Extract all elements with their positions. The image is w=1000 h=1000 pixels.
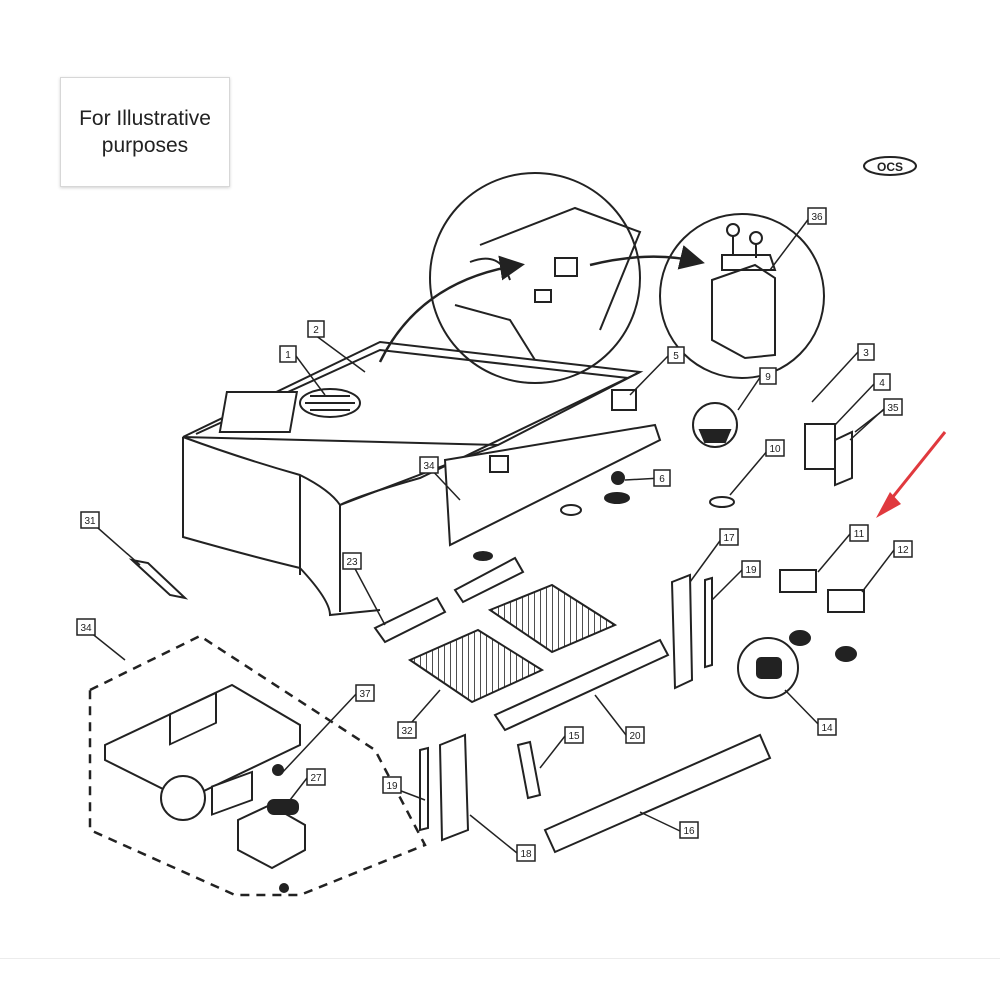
callout-1: 1 [279,345,297,363]
svg-text:19: 19 [745,565,757,576]
svg-text:1: 1 [285,350,291,361]
callout-37: 37 [355,684,375,702]
callout-27: 27 [306,768,326,786]
illustrative-note: For Illustrative purposes [60,77,230,187]
svg-text:17: 17 [723,533,735,544]
callout-17: 17 [719,528,739,546]
blower-assembly [104,683,306,893]
callout-23: 23 [342,552,362,570]
svg-text:3: 3 [863,348,869,359]
callout-32: 32 [397,721,417,739]
svg-text:15: 15 [568,731,580,742]
svg-text:10: 10 [769,444,781,455]
svg-text:OCS: OCS [877,160,903,174]
grease-filters [373,423,772,854]
bottom-divider [0,958,1000,959]
svg-text:11: 11 [854,529,865,540]
blower-assembly-outline [88,634,427,897]
svg-text:12: 12 [897,545,909,556]
callout-leaders [84,216,895,854]
callout-36: 36 [807,207,827,225]
svg-text:9: 9 [765,372,771,383]
svg-text:31: 31 [84,516,96,527]
callout-15: 15 [564,726,584,744]
svg-text:32: 32 [401,726,413,737]
callout-11: 11 [849,524,869,542]
svg-text:4: 4 [879,378,885,389]
note-line-2: purposes [101,134,189,157]
svg-text:35: 35 [887,403,899,414]
callout-16: 16 [679,821,699,839]
callout-14: 14 [817,718,837,736]
svg-text:37: 37 [359,689,371,700]
range-hood-body [182,340,644,617]
callout-6: 6 [653,469,671,487]
note-line-1: For Illustrative [79,107,211,130]
detail-leader-arrows [378,245,705,363]
detail-magnifier [429,172,825,384]
small-parts [128,389,865,699]
svg-text:5: 5 [673,351,679,362]
callout-20: 20 [625,726,645,744]
callout-3: 3 [857,343,875,361]
callout-9: 9 [759,367,777,385]
svg-text:14: 14 [821,723,833,734]
svg-text:34: 34 [80,623,92,634]
callout-2: 2 [307,320,325,338]
callout-19-right: 19 [741,560,761,578]
svg-text:34: 34 [423,461,435,472]
oval-brand-logo-icon: OCS [863,156,917,176]
svg-text:18: 18 [520,849,532,860]
callout-boxes: 1 2 3 4 5 6 9 10 11 12 14 15 16 17 18 19… [76,207,913,862]
callout-12: 12 [893,540,913,558]
svg-text:2: 2 [313,325,319,336]
callout-10: 10 [765,439,785,457]
callout-4: 4 [873,373,891,391]
callout-34-hood: 34 [419,456,439,474]
callout-35: 35 [883,398,903,416]
callout-5: 5 [667,346,685,364]
red-arrow-icon [876,431,947,518]
svg-text:6: 6 [659,474,665,485]
callout-19-left: 19 [382,776,402,794]
svg-text:27: 27 [310,773,322,784]
svg-text:20: 20 [629,731,641,742]
callout-31: 31 [80,511,100,529]
callout-34-blower: 34 [76,618,96,636]
svg-text:19: 19 [386,781,398,792]
callout-18: 18 [516,844,536,862]
svg-text:16: 16 [683,826,695,837]
svg-text:23: 23 [346,557,358,568]
svg-text:36: 36 [811,212,823,223]
